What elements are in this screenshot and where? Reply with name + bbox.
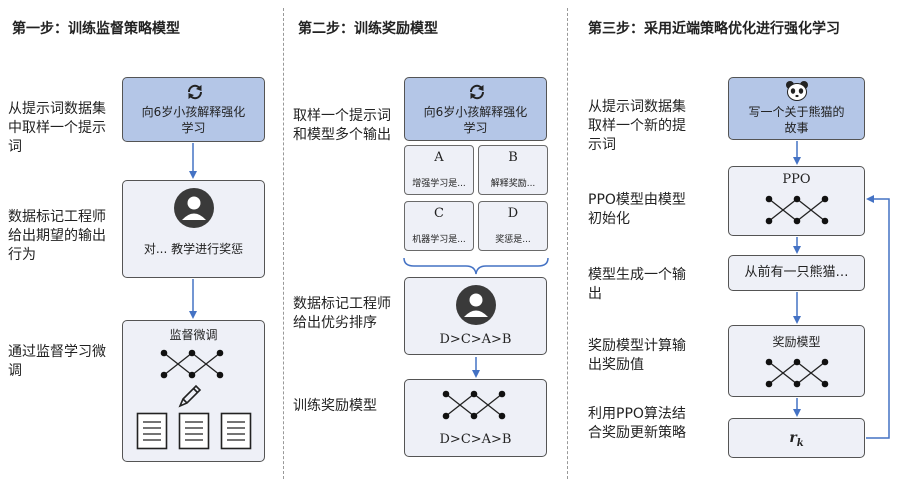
step1-prompt-box: 向6岁小孩解释强化学习 (122, 77, 265, 142)
user-avatar-icon (456, 285, 496, 325)
step2-desc-rank: 数据标记工程师给出优劣排序 (293, 296, 391, 331)
step3-desc-generate: 模型生成一个输出 (588, 267, 686, 302)
output-text: 奖惩是... (495, 235, 531, 245)
step3-output-text: 从前有一只熊猫… (744, 265, 849, 280)
step1-prompt-text: 向6岁小孩解释强化学习 (141, 105, 246, 135)
step2-ranking-text: D>C>A>B (439, 332, 512, 347)
output-card-d: D 奖惩是... (478, 201, 548, 251)
brace-step2 (403, 257, 549, 275)
step3-reward-label: 奖励模型 (772, 335, 821, 349)
step3-desc-reward: 奖励模型计算输出奖励值 (588, 338, 686, 373)
output-letter: B (508, 150, 518, 165)
step3-prompt-box: 写一个关于熊猫的故事 (728, 77, 865, 140)
step3-ppo-label: PPO (782, 172, 811, 187)
step3-desc-sample: 从提示词数据集取样一个新的提示词 (588, 99, 686, 153)
document-icon (178, 412, 210, 450)
step1-sft-model-box: 监督微调 (122, 320, 265, 462)
neural-network-icon (765, 358, 829, 388)
output-text: 增强学习是... (412, 179, 466, 189)
step1-desc-sample: 从提示词数据集中取样一个提示词 (8, 101, 106, 155)
output-text: 解释奖励... (490, 179, 536, 189)
reward-subscript: k (796, 437, 804, 449)
arrow-step3-feedback (866, 195, 890, 439)
document-icon (220, 412, 252, 450)
step1-title: 第一步：训练监督策略模型 (12, 21, 180, 37)
neural-network-icon (160, 349, 224, 379)
output-letter: A (434, 150, 444, 165)
refresh-icon (187, 84, 203, 100)
output-letter: C (434, 206, 444, 221)
step1-desc-finetune: 通过监督学习微调 (8, 344, 106, 379)
document-icons (136, 412, 254, 452)
step1-desc-labeler: 数据标记工程师给出期望的输出行为 (8, 209, 106, 263)
refresh-icon (469, 84, 485, 100)
step2-desc-train: 训练奖励模型 (293, 398, 377, 414)
separator-1 (283, 8, 284, 479)
output-letter: D (507, 206, 519, 221)
step1-model-label: 监督微调 (169, 328, 218, 342)
panda-icon (786, 81, 808, 101)
step3-reward-model-box: 奖励模型 (728, 325, 865, 397)
step2-ranking-box: D>C>A>B (404, 277, 547, 355)
step3-desc-update: 利用PPO算法结合奖励更新策略 (588, 406, 686, 441)
reward-symbol: r (789, 430, 797, 446)
neural-network-icon (765, 195, 829, 225)
step3-ppo-model-box: PPO (728, 166, 865, 236)
step2-desc-sample: 取样一个提示词和模型多个输出 (293, 108, 391, 143)
document-icon (136, 412, 168, 450)
output-card-a: A 增强学习是... (404, 145, 474, 195)
step3-title: 第三步：采用近端策略优化进行强化学习 (588, 21, 840, 37)
user-avatar-icon (174, 188, 214, 228)
step3-reward-value-box: rk (728, 418, 865, 458)
step2-prompt-box: 向6岁小孩解释强化学习 (404, 77, 547, 141)
step3-desc-init: PPO模型由模型初始化 (588, 192, 686, 227)
reward-value-label: rk (729, 430, 864, 452)
output-card-c: C 机器学习是... (404, 201, 474, 251)
step2-reward-model-box: D>C>A>B (404, 379, 547, 457)
output-text: 机器学习是... (412, 235, 466, 245)
neural-network-icon (442, 390, 506, 420)
separator-2 (567, 8, 568, 479)
step2-reward-ranking-text: D>C>A>B (439, 432, 512, 447)
step1-labeler-box: 对... 教学进行奖惩 (122, 180, 265, 278)
step1-labeler-text: 对... 教学进行奖惩 (143, 242, 244, 256)
pencil-icon (178, 384, 202, 408)
step2-prompt-text: 向6岁小孩解释强化学习 (423, 105, 528, 135)
step3-prompt-text: 写一个关于熊猫的故事 (748, 105, 845, 135)
step2-title: 第二步：训练奖励模型 (298, 21, 438, 37)
output-card-b: B 解释奖励... (478, 145, 548, 195)
step3-output-box: 从前有一只熊猫… (728, 255, 865, 291)
